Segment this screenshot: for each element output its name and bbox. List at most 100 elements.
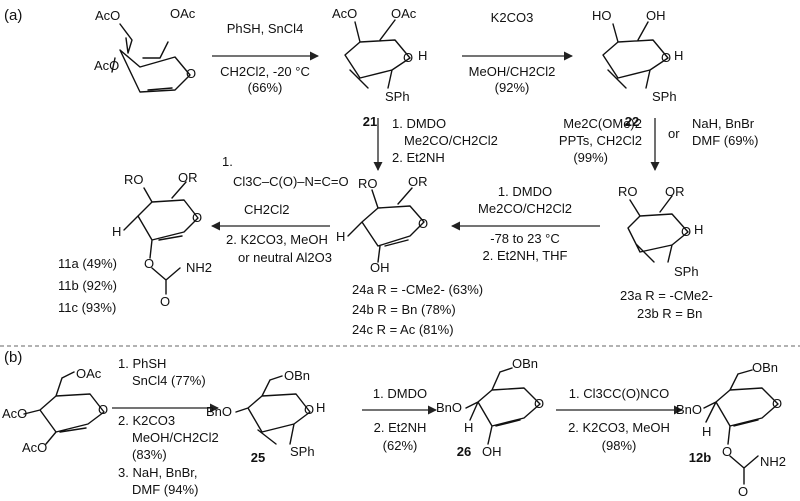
svg-text:OR: OR xyxy=(178,170,198,185)
svg-text:SPh: SPh xyxy=(652,89,677,104)
rxn4-line3: (99%) xyxy=(573,150,608,165)
svg-text:BnO: BnO xyxy=(206,404,232,419)
compound-24c-label: 24c R = Ac (81%) xyxy=(352,322,454,337)
rxnb1-line1: 1. PhSH xyxy=(118,356,166,371)
rxn2-line2: MeOH/CH2Cl2 xyxy=(469,64,556,79)
rxnb2-line1: 1. DMDO xyxy=(373,386,427,401)
svg-text:AcO: AcO xyxy=(94,58,119,73)
svg-text:O: O xyxy=(681,224,691,239)
svg-text:O: O xyxy=(98,402,108,417)
molecule-acetyl-glucal-a: AcO OAc O AcO xyxy=(94,6,196,93)
svg-text:OBn: OBn xyxy=(284,368,310,383)
rxn6-line5: or neutral Al2O3 xyxy=(238,250,332,265)
rxnb1-line4: MeOH/CH2Cl2 xyxy=(132,430,219,445)
rxn4-alt-line1: NaH, BnBr xyxy=(692,116,755,131)
rxn2-line1: K2CO3 xyxy=(491,10,534,25)
rxnb2-line3: (62%) xyxy=(383,438,418,453)
rxnb2-line2: 2. Et2NH xyxy=(374,420,427,435)
svg-text:AcO: AcO xyxy=(22,440,47,455)
svg-text:SPh: SPh xyxy=(674,264,699,279)
molecule-11: RO OR O H O O NH2 xyxy=(112,170,212,309)
svg-text:HO: HO xyxy=(592,8,612,23)
panel-b-label: (b) xyxy=(4,349,22,366)
rxnb1-line2: SnCl4 (77%) xyxy=(132,373,206,388)
compound-22-label: 22 xyxy=(625,114,639,129)
svg-text:O: O xyxy=(144,256,154,271)
svg-text:BnO: BnO xyxy=(676,402,702,417)
rxnb3-line2: 2. K2CO3, MeOH xyxy=(568,420,670,435)
rxn6-line2: Cl3C–C(O)–N=C=O xyxy=(233,174,349,189)
molecule-23: RO OR O H SPh xyxy=(618,184,703,279)
rxn6-line3: CH2Cl2 xyxy=(244,202,290,217)
svg-text:BnO: BnO xyxy=(436,400,462,415)
compound-24b-label: 24b R = Bn (78%) xyxy=(352,302,456,317)
svg-text:OR: OR xyxy=(408,174,428,189)
svg-text:O: O xyxy=(738,484,748,499)
svg-text:AcO: AcO xyxy=(332,6,357,21)
svg-text:H: H xyxy=(112,224,121,239)
rxn5-line4: 2. Et2NH, THF xyxy=(482,248,567,263)
rxn4-line2: PPTs, CH2Cl2 xyxy=(559,133,642,148)
rxnb3-line3: (98%) xyxy=(602,438,637,453)
rxnb3-line1: 1. Cl3CC(O)NCO xyxy=(569,386,669,401)
svg-text:O: O xyxy=(661,50,671,65)
svg-text:OAc: OAc xyxy=(391,6,417,21)
rxnb1-line5: (83%) xyxy=(132,447,167,462)
svg-text:O: O xyxy=(772,396,782,411)
compound-24a-label: 24a R = -CMe2- (63%) xyxy=(352,282,483,297)
svg-text:OH: OH xyxy=(370,260,390,275)
panel-a-label: (a) xyxy=(4,7,22,24)
molecule-21: AcO OAc O H SPh xyxy=(332,6,427,104)
svg-text:H: H xyxy=(418,48,427,63)
rxn4-line1: Me2C(OMe)2 xyxy=(563,116,642,131)
rxn1-line2: CH2Cl2, -20 °C xyxy=(220,64,310,79)
rxn1-line3: (66%) xyxy=(248,80,283,95)
rxn2-line3: (92%) xyxy=(495,80,530,95)
rxn3-line2: Me2CO/CH2Cl2 xyxy=(404,133,498,148)
molecule-25: OBn O H BnO SPh xyxy=(206,368,325,459)
svg-text:AcO: AcO xyxy=(95,8,120,23)
rxn6-line1: 1. xyxy=(222,154,233,169)
rxnb1-line6: 3. NaH, BnBr, xyxy=(118,465,197,480)
compound-23b-label: 23b R = Bn xyxy=(637,306,702,321)
molecule-22: HO OH O H SPh xyxy=(592,8,683,104)
svg-text:O: O xyxy=(722,444,732,459)
compound-25-label: 25 xyxy=(251,450,265,465)
rxn5-line2: Me2CO/CH2Cl2 xyxy=(478,201,572,216)
compound-11b-label: 11b (92%) xyxy=(58,278,117,293)
rxn1-line1: PhSH, SnCl4 xyxy=(227,21,304,36)
svg-text:H: H xyxy=(336,229,345,244)
svg-text:O: O xyxy=(192,210,202,225)
svg-text:NH2: NH2 xyxy=(186,260,212,275)
svg-text:RO: RO xyxy=(358,176,378,191)
svg-text:OBn: OBn xyxy=(512,356,538,371)
svg-text:O: O xyxy=(403,50,413,65)
svg-text:H: H xyxy=(702,424,711,439)
svg-text:H: H xyxy=(694,222,703,237)
compound-11a-label: 11a (49%) xyxy=(58,256,117,271)
svg-text:OR: OR xyxy=(665,184,685,199)
svg-text:H: H xyxy=(464,420,473,435)
svg-text:OAc: OAc xyxy=(170,6,196,21)
compound-12b-label: 12b xyxy=(689,450,711,465)
svg-text:OAc: OAc xyxy=(76,366,102,381)
svg-text:O: O xyxy=(186,66,196,81)
rxn4-alt-line2: DMF (69%) xyxy=(692,133,758,148)
svg-text:H: H xyxy=(316,400,325,415)
rxnb1-line7: DMF (94%) xyxy=(132,482,198,497)
svg-text:H: H xyxy=(674,48,683,63)
svg-text:OH: OH xyxy=(482,444,502,459)
rxn5-line1: 1. DMDO xyxy=(498,184,552,199)
compound-11c-label: 11c (93%) xyxy=(58,300,116,315)
rxn3-line3: 2. Et2NH xyxy=(392,150,445,165)
rxn3-line1: 1. DMDO xyxy=(392,116,446,131)
svg-text:O: O xyxy=(304,402,314,417)
compound-23a-label: 23a R = -CMe2- xyxy=(620,288,713,303)
molecule-12b: OBn O BnO H O O NH2 xyxy=(676,360,786,499)
compound-26-label: 26 xyxy=(457,444,471,459)
svg-text:O: O xyxy=(534,396,544,411)
svg-text:O: O xyxy=(418,216,428,231)
rxnb1-line3: 2. K2CO3 xyxy=(118,413,175,428)
molecule-24: RO OR O H OH xyxy=(336,174,428,275)
